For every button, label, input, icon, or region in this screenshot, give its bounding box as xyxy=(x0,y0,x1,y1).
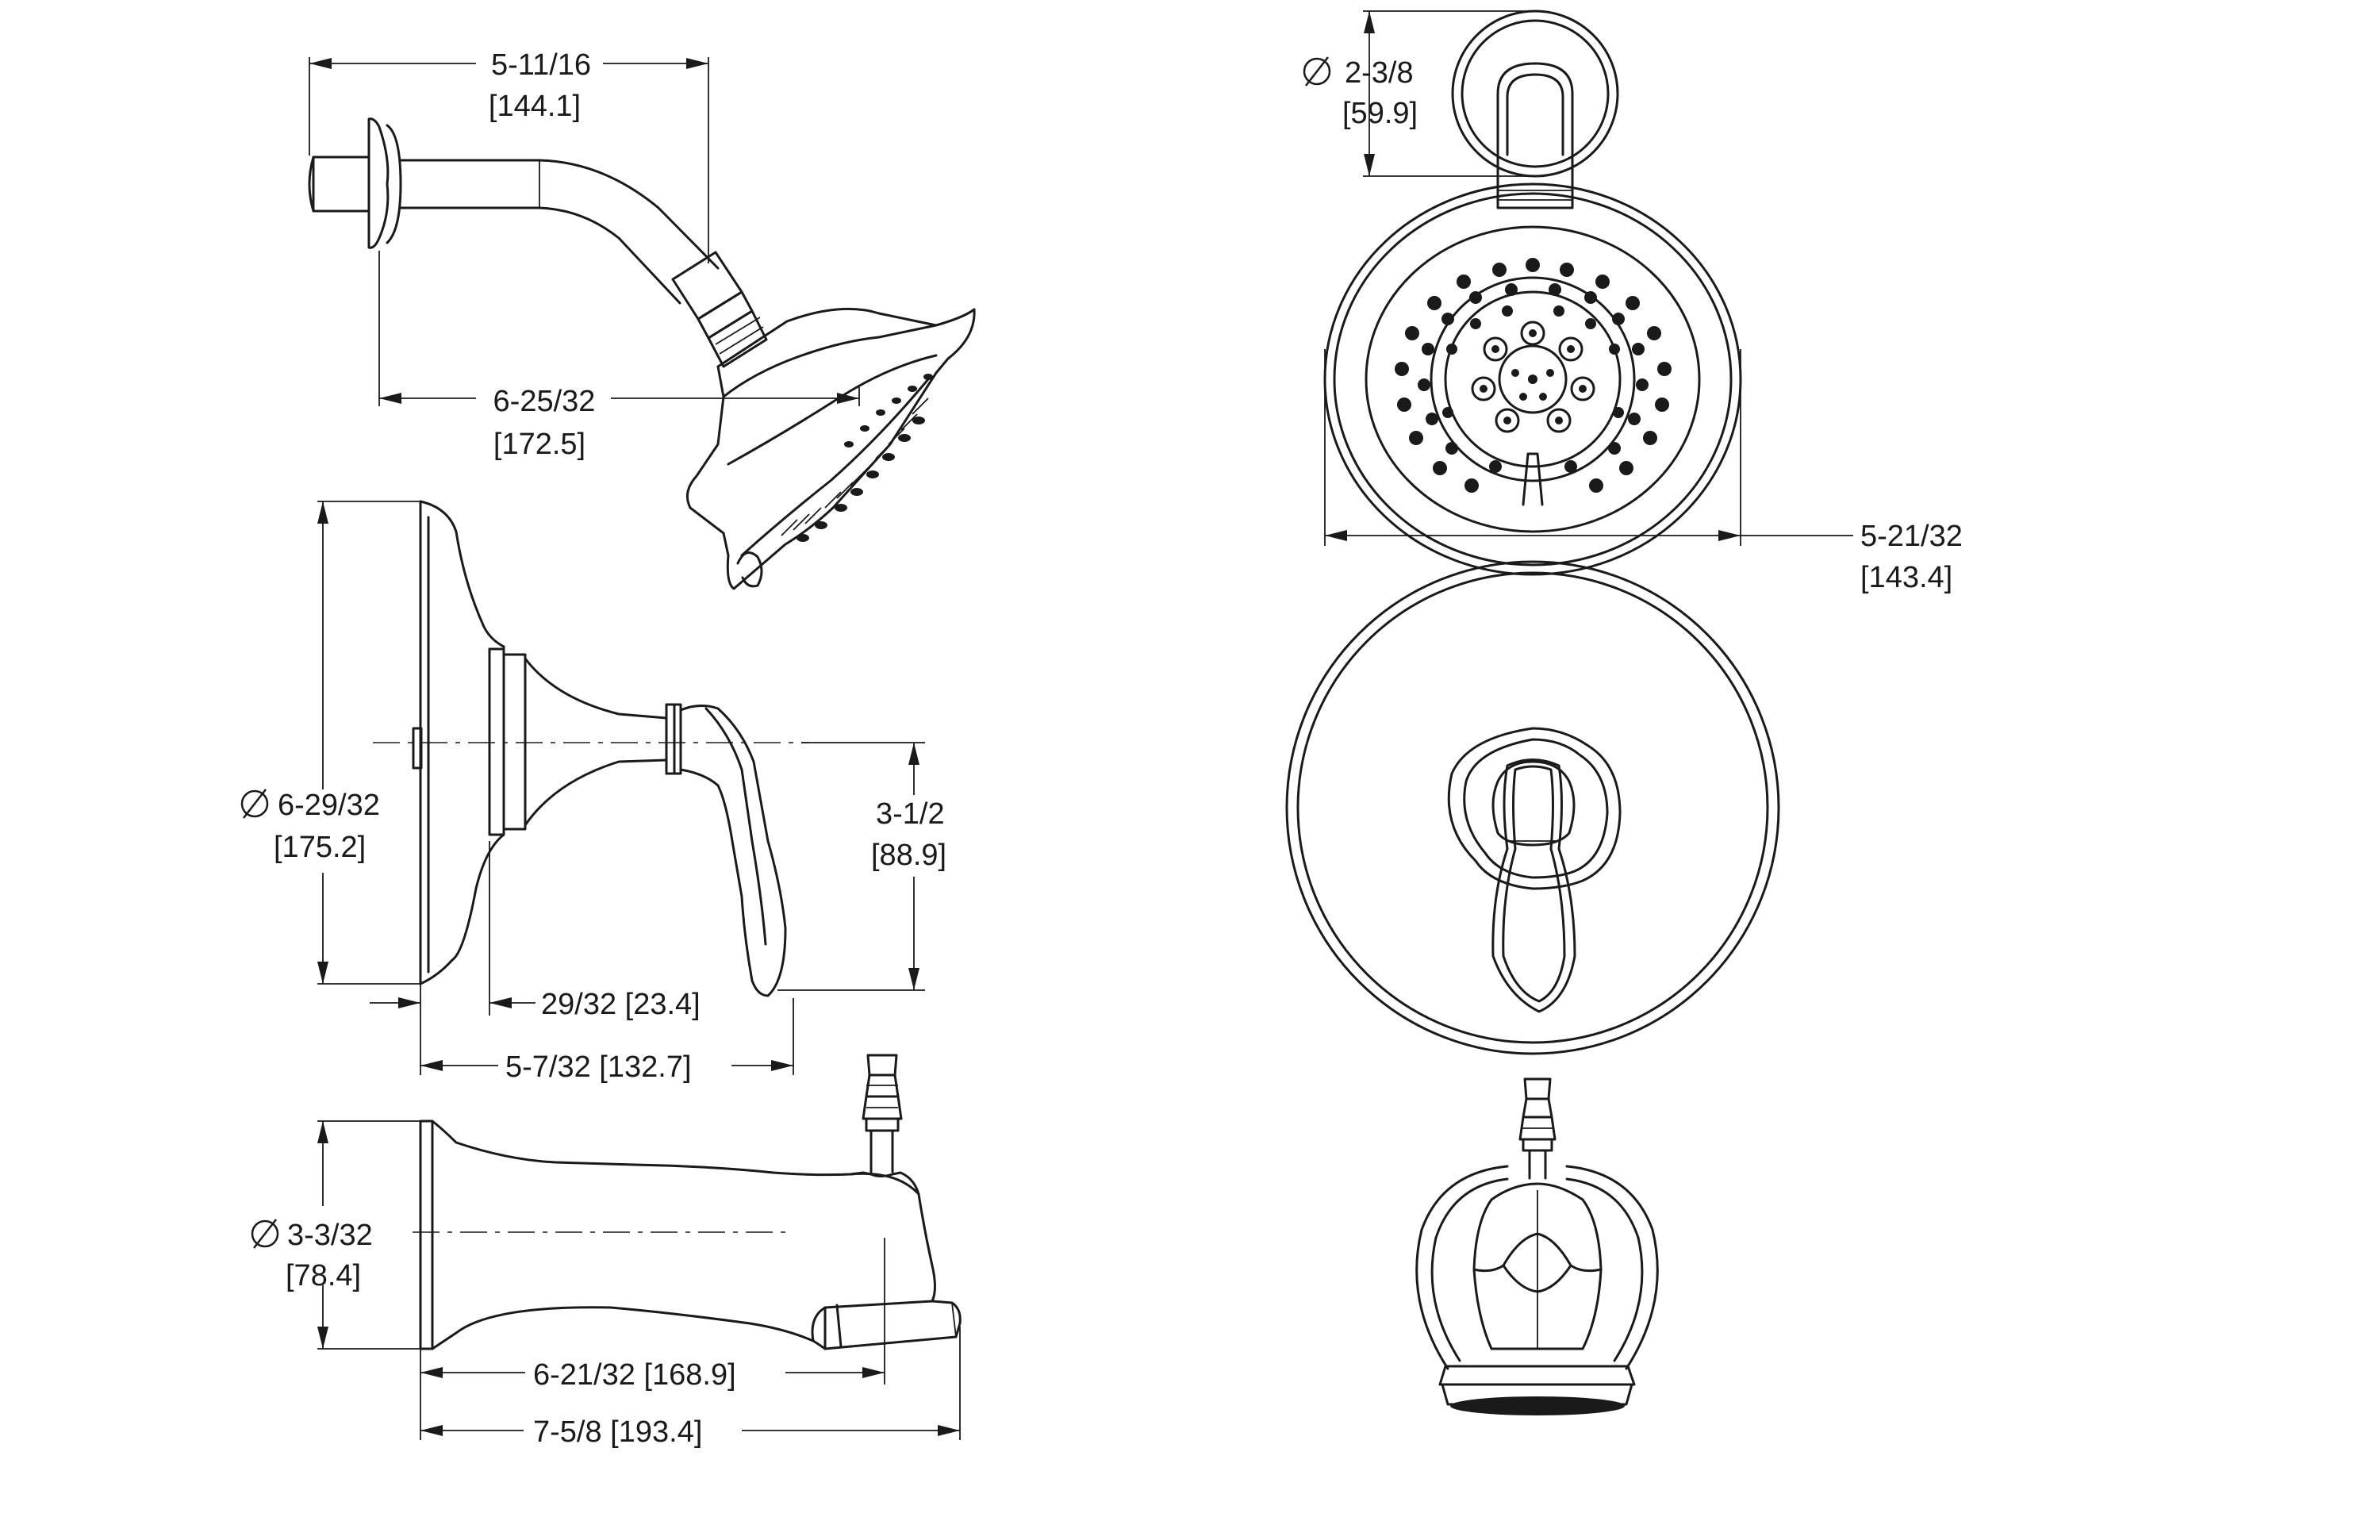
tub-spout-side-view xyxy=(419,1054,962,1350)
tub-spout-front-view xyxy=(1415,1077,1659,1415)
dim-arm-length-metric: [144.1] xyxy=(489,90,581,123)
diameter-symbol-icon xyxy=(240,788,269,820)
dim-head-diameter: 5-21/32 [143.4] xyxy=(1324,349,1963,594)
dim-head-reach-metric: [172.5] xyxy=(493,428,585,461)
dim-flange-diameter: 2-3/8 [59.9] xyxy=(1303,10,1535,177)
dim-flange-diameter-metric: [59.9] xyxy=(1342,97,1418,130)
dim-head-reach: 6-25/32 [172.5] xyxy=(378,251,860,461)
dim-spout-diameter: 3-3/32 [78.4] xyxy=(251,1120,420,1350)
dim-escutcheon-depth: 29/32 [23.4] xyxy=(370,841,701,1075)
dim-escutcheon-depth-text: 29/32 [23.4] xyxy=(541,988,701,1021)
dim-spout-reach: 6-21/32 [168.9] xyxy=(420,1349,885,1392)
dim-spout-diameter-metric: [78.4] xyxy=(286,1259,361,1292)
dim-spout-reach-text: 6-21/32 [168.9] xyxy=(533,1358,736,1392)
diameter-symbol-icon xyxy=(251,1218,279,1250)
dim-arm-length: 5-11/16 [144.1] xyxy=(309,48,709,263)
dim-head-diameter-imperial: 5-21/32 xyxy=(1860,520,1963,553)
dim-handle-height-imperial: 3-1/2 xyxy=(876,797,945,831)
dim-spout-diameter-imperial: 3-3/32 xyxy=(287,1219,373,1252)
dim-handle-projection-text: 5-7/32 [132.7] xyxy=(505,1050,692,1084)
dim-trim-diameter-imperial: 6-29/32 xyxy=(278,789,380,822)
dim-arm-length-imperial: 5-11/16 xyxy=(491,48,591,82)
dim-head-diameter-metric: [143.4] xyxy=(1860,561,1952,594)
shower-head-front-view xyxy=(1323,10,1742,576)
valve-trim-side-view xyxy=(412,500,787,997)
dim-head-reach-imperial: 6-25/32 xyxy=(493,385,596,418)
dim-trim-diameter-metric: [175.2] xyxy=(274,831,366,864)
dim-handle-height: 3-1/2 [88.9] xyxy=(777,742,946,991)
shower-head-side-view xyxy=(685,307,976,590)
dim-spout-overall-text: 7-5/8 [193.4] xyxy=(533,1415,702,1449)
dim-handle-height-metric: [88.9] xyxy=(871,839,946,872)
dim-flange-diameter-imperial: 2-3/8 xyxy=(1345,56,1414,90)
dim-handle-projection: 5-7/32 [132.7] xyxy=(420,998,794,1084)
shower-arm-side-view xyxy=(308,117,768,368)
valve-trim-front-view xyxy=(1285,560,1780,1055)
diameter-symbol-icon xyxy=(1303,56,1331,87)
dim-spout-overall: 7-5/8 [193.4] xyxy=(420,1327,961,1449)
dim-trim-diameter: 6-29/32 [175.2] xyxy=(240,501,420,985)
